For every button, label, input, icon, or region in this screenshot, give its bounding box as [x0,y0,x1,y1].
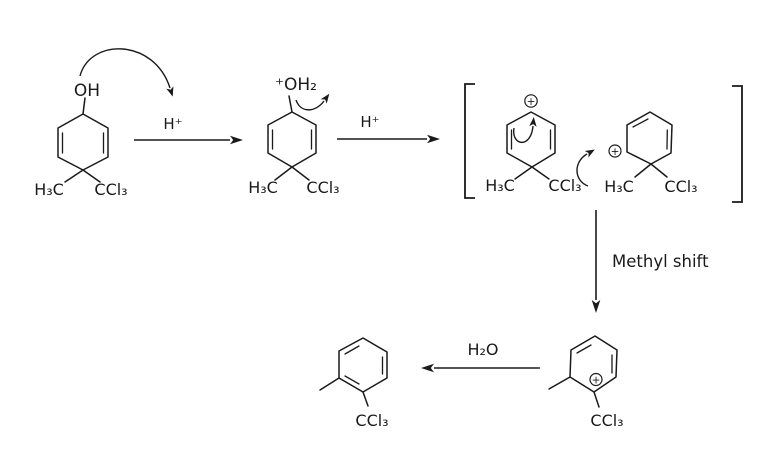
reaction-step-3: Methyl shift [591,210,709,313]
c-ccl3-bond [650,163,668,178]
proton-transfer-curved-arrow [79,48,174,97]
c-oh2-bond [288,95,293,113]
double-bond [632,118,649,128]
c-methyl-bond [274,166,293,181]
structure-oxocarbenium: ⁺OH₂ H₃C CCl₃ [248,75,339,197]
charge-plus: + [527,96,536,108]
positive-charge-icon: + [524,94,538,108]
charge-circle [608,144,622,158]
structure-cation-b: + H₃C CCl₃ [604,111,698,196]
methyl-label: H₃C [248,178,278,197]
step-label: Methyl shift [612,252,709,271]
c-methyl-bond [64,169,84,183]
c-oh-bond [82,97,86,115]
protonated-hydroxyl-label: ⁺OH₂ [275,75,317,95]
charge-circle [589,372,603,387]
trichloromethyl-label: CCl₃ [664,177,697,196]
trichloromethyl-label: CCl₃ [94,180,127,199]
cyclohexadiene-ring [267,111,317,168]
methyl-label: H₃C [604,177,634,196]
resonance-curved-arrow [513,117,537,144]
cyclohexadienyl-ring [506,111,556,168]
c-methyl-bond [319,377,340,391]
reaction-step-4: H₂O [421,340,540,373]
water-leaving-curved-arrow [295,93,330,111]
structure-cation-a: + H₃C CCl₃ [485,94,582,195]
hydroxyl-label: OH [74,81,100,101]
methyl-shift-curved-arrow [576,149,595,187]
structure-dienol: OH H₃C CCl₃ [34,48,174,199]
methyl-label: H₃C [34,180,64,199]
positive-charge-icon: + [608,144,622,158]
structure-shifted-cation: + CCl₃ [548,335,624,430]
reaction-step-1: H⁺ [134,115,243,145]
trichloromethyl-label: CCl₃ [548,176,581,195]
trichloromethyl-label: CCl₃ [355,411,388,430]
trichloromethyl-label: CCl₃ [590,411,623,430]
c-methyl-bond [514,166,533,180]
reagent-label: H⁺ [163,115,182,133]
reaction-step-2: H⁺ [337,113,440,144]
c-ccl3-bond [593,391,600,408]
c-methyl-bond [548,376,571,390]
trichloromethyl-label: CCl₃ [306,178,339,197]
double-bond [576,344,592,354]
reagent-label: H⁺ [360,113,379,131]
benzene-ring [338,337,388,393]
charge-plus: + [611,146,620,158]
structure-product: CCl₃ [319,337,389,430]
c-methyl-bond [634,163,652,178]
c-ccl3-bond [291,166,310,181]
double-bond [344,375,360,385]
c-ccl3-bond [362,391,369,407]
cyclohexadiene-ring [57,113,109,171]
charge-plus: + [592,374,601,386]
positive-charge-icon: + [589,372,603,387]
left-bracket [464,83,475,199]
c-ccl3-bond [82,169,101,183]
cyclohexadienyl-ring [626,111,673,165]
double-bond [344,345,360,355]
charge-circle [524,94,538,108]
c-ccl3-bond [531,166,550,180]
right-bracket [732,85,743,203]
reagent-label: H₂O [467,340,498,359]
methyl-label: H₃C [485,176,515,195]
